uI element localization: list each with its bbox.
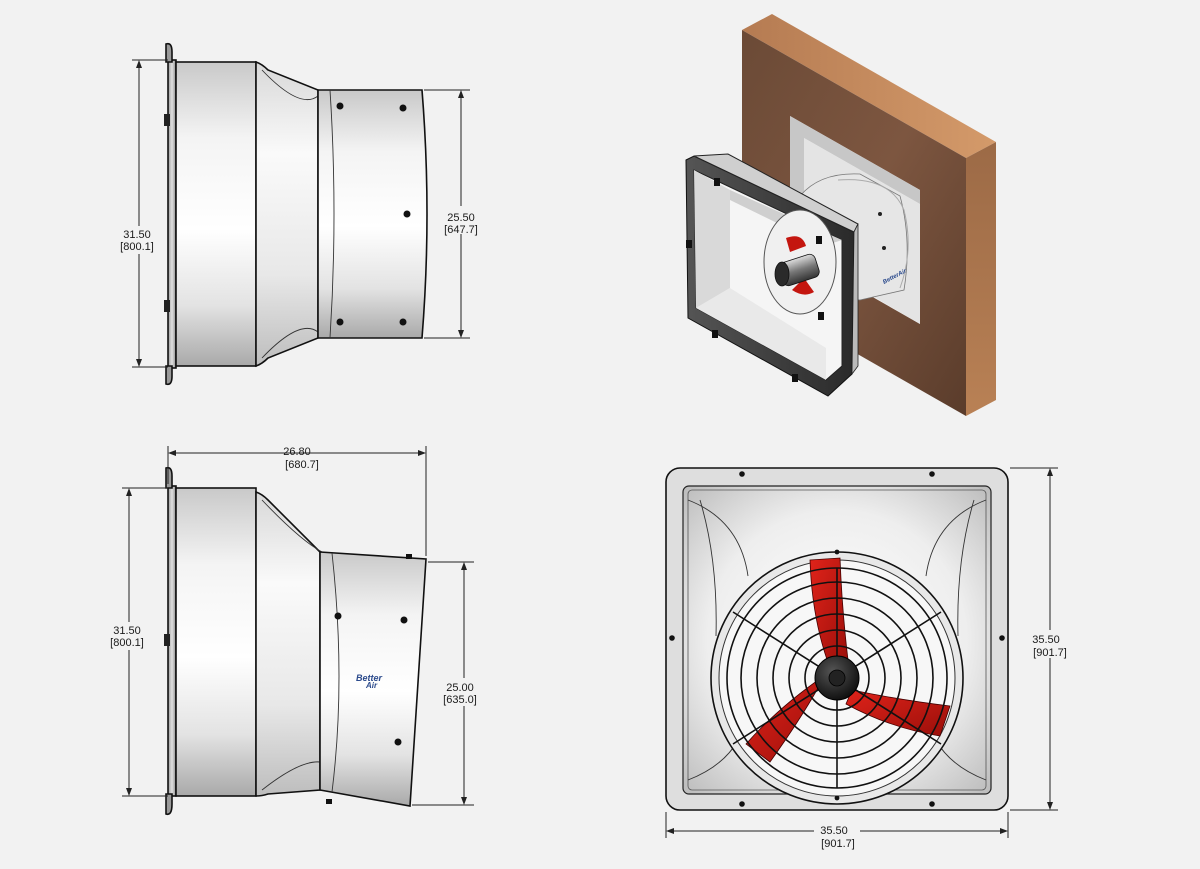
dim-value: 35.50 — [1032, 634, 1060, 646]
bolt — [739, 801, 745, 807]
dim-value: 25.00 — [446, 682, 474, 694]
bolt — [399, 104, 407, 112]
bolt — [406, 554, 412, 559]
svg-text:Air: Air — [365, 681, 378, 690]
dim-value: 35.50 — [820, 825, 848, 837]
mounting-flange — [167, 59, 177, 369]
dim-metric: [647.7] — [444, 224, 478, 236]
flange-clip — [164, 114, 170, 126]
iso-housing — [685, 153, 859, 397]
housing-box — [175, 61, 257, 367]
dimension-front-width: 35.50 [901.7] — [665, 812, 1009, 852]
flange-tab-top — [165, 42, 173, 63]
dim-metric: [800.1] — [120, 241, 154, 253]
dimension-height-top-left: 31.50 [800.1] — [116, 59, 168, 368]
dim-metric: [635.0] — [443, 694, 477, 706]
dim-metric: [800.1] — [110, 637, 144, 649]
dim-value: 25.50 — [447, 212, 475, 224]
dim-value: 31.50 — [113, 625, 141, 637]
bolt — [739, 471, 745, 477]
brand-logo: Better Air — [356, 673, 383, 690]
flange-clip — [164, 300, 170, 312]
isometric-view: BetterAir — [685, 14, 996, 416]
bolt — [929, 801, 935, 807]
housing-cone — [255, 60, 319, 368]
motor — [774, 253, 820, 287]
bolt — [929, 471, 935, 477]
side-view-top: 31.50 [800.1] 25.50 [647.7] — [116, 42, 484, 386]
fan-blade — [845, 689, 951, 737]
flange-tab-bottom — [165, 793, 173, 816]
dimension-outlet-top-right: 25.50 [647.7] — [424, 89, 484, 339]
front-view: 35.50 [901.7] 35.50 [901.7] — [665, 467, 1074, 852]
fan-blades — [745, 557, 951, 763]
flange-clip — [164, 634, 170, 646]
bolt — [834, 549, 840, 555]
bolt — [399, 318, 407, 326]
flange-tab-bottom — [165, 365, 173, 386]
dim-value: 26.80 — [283, 446, 311, 458]
bolt — [400, 616, 408, 624]
bolt — [336, 318, 344, 326]
bolt — [999, 635, 1005, 641]
svg-text:Better: Better — [356, 673, 383, 683]
bolt — [334, 612, 342, 620]
dimension-outlet-bottom-right: 25.00 [635.0] — [412, 561, 484, 806]
dimension-height-bottom-left: 31.50 [800.1] — [106, 487, 168, 797]
dim-metric: [901.7] — [821, 838, 855, 850]
bolt — [326, 799, 332, 804]
dim-metric: [680.7] — [285, 459, 319, 471]
dim-value: 31.50 — [123, 229, 151, 241]
flange-tab-top — [165, 466, 173, 489]
outlet-cylinder — [317, 89, 428, 339]
dim-metric: [901.7] — [1033, 647, 1067, 659]
dimension-front-height: 35.50 [901.7] — [1010, 467, 1074, 811]
housing-cone — [255, 490, 321, 797]
housing-box — [175, 487, 257, 797]
bolt — [669, 635, 675, 641]
bolt — [834, 795, 840, 801]
dimension-depth: 26.80 [680.7] — [167, 446, 427, 556]
bolt — [394, 738, 402, 746]
bolt — [403, 210, 411, 218]
side-view-bottom: Better Air 26.80 [680.7] 31.50 [800.1] — [106, 446, 484, 816]
bolt — [336, 102, 344, 110]
